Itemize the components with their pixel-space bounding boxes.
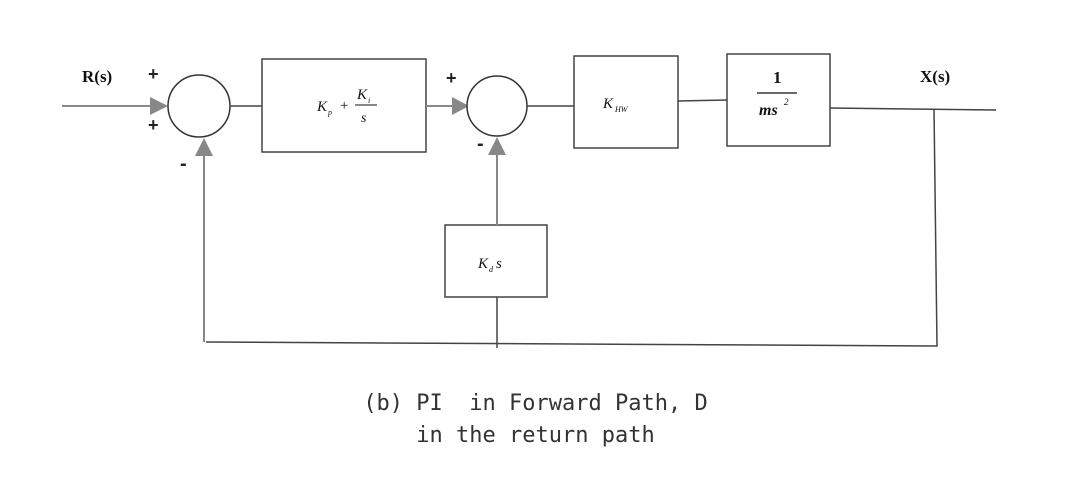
derivative-block bbox=[444, 224, 548, 298]
pi-ki-base: K bbox=[356, 87, 368, 103]
output-wire bbox=[829, 107, 997, 111]
outer-feedback-wire bbox=[205, 108, 938, 347]
pi-controller-block bbox=[261, 58, 427, 153]
pi-plus: + bbox=[339, 98, 349, 114]
input-signal-label: R(s) bbox=[82, 67, 112, 86]
kd-sub: d bbox=[489, 265, 494, 274]
inner-feedback-arrow bbox=[488, 137, 506, 155]
junction2-sign-bottom: - bbox=[477, 133, 484, 155]
outer-feedback-arrow bbox=[195, 138, 213, 156]
output-signal-label: X(s) bbox=[920, 67, 950, 86]
caption-line-2: in the return path bbox=[416, 423, 655, 448]
hardware-gain-block bbox=[573, 55, 679, 149]
kd-base: K bbox=[477, 256, 489, 272]
plant-block bbox=[726, 53, 831, 147]
pi-kp-base: K bbox=[316, 99, 328, 115]
khw-base: K bbox=[602, 96, 614, 112]
caption-line-1: (b) PI in Forward Path, D bbox=[363, 391, 708, 416]
plant-den-sup: 2 bbox=[784, 97, 789, 107]
wire-khw-plant bbox=[677, 99, 728, 102]
junction1-sign-left: + bbox=[148, 115, 159, 135]
khw-sub: HW bbox=[614, 105, 629, 114]
plant-num: 1 bbox=[773, 68, 782, 87]
junction1-sign-bottom: - bbox=[180, 153, 187, 175]
figure-caption: (b) PI in Forward Path, D in the return … bbox=[0, 388, 1071, 452]
plant-den: ms bbox=[759, 102, 778, 119]
input-arrow bbox=[150, 97, 168, 115]
j2-input-arrow bbox=[452, 97, 469, 115]
junction1-sign-top: + bbox=[148, 64, 159, 84]
summing-junction-2 bbox=[466, 75, 528, 137]
junction2-sign-top: + bbox=[446, 68, 457, 88]
pi-den: s bbox=[361, 111, 367, 126]
pi-ki-sub: i bbox=[368, 96, 370, 105]
kd-var: s bbox=[496, 256, 502, 272]
summing-junction-1 bbox=[167, 74, 231, 138]
pi-kp-sub: p bbox=[327, 108, 332, 117]
